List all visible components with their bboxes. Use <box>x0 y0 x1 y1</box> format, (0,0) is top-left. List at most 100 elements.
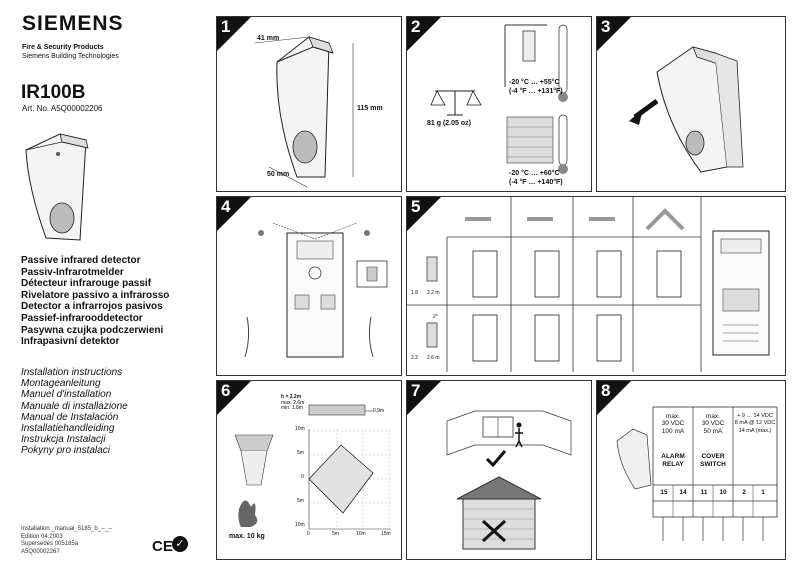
description-line: Détecteur infrarouge passif <box>21 278 152 290</box>
x-tick: 15m <box>381 531 391 537</box>
distance-1: 2.2 m <box>427 290 440 296</box>
description-line: Passief-infrarooddetector <box>21 312 143 324</box>
y-tick: 5m <box>297 498 304 504</box>
weight-label: 81 g (2.05 oz) <box>427 120 471 127</box>
terminal-label: 11 <box>700 489 708 496</box>
instruction-line: Manual de Instalación <box>21 411 119 423</box>
mounting-drawing <box>244 222 388 358</box>
cover-switch-label: SWITCH <box>700 460 726 468</box>
panel-number: 4 <box>221 197 231 216</box>
terminal-label: 14 <box>679 489 687 496</box>
panel-number: 6 <box>221 381 231 400</box>
document-info: Installation _manual_5185_b_--_-- Editio… <box>21 526 112 556</box>
width-label: 41 mm <box>257 35 280 42</box>
terminal-label: 2 <box>742 489 746 496</box>
panel-4: 4 <box>216 196 402 376</box>
coverage-drawing <box>234 404 391 530</box>
cover-removal-drawing <box>629 46 744 173</box>
instruction-line: Installation instructions <box>21 367 123 378</box>
model-title: IR100B <box>21 82 86 103</box>
division-label: Fire & Security Products <box>22 44 104 51</box>
cover-switch-ratings: max. 30 VDC 50 mA COVER SWITCH <box>695 413 731 468</box>
x-tick: 5m <box>332 531 339 537</box>
max-height: max. 2.6m <box>281 400 305 406</box>
product-descriptions: Passive infrared detector Passiv-Infraro… <box>21 255 169 348</box>
rating-line: max. <box>705 413 721 420</box>
panel-number: 5 <box>411 197 421 216</box>
panel-badge <box>217 17 251 51</box>
rating-line: 30 VDC <box>701 420 725 428</box>
article-number: Art. No. A5Q00002206 <box>22 104 103 113</box>
rating-line: max. <box>665 413 681 420</box>
panel-2: 2 81 g (2.05 oz) -20 °C … +55°C (-4 °F …… <box>406 16 592 192</box>
description-line: Rivelatore passivo a infrarosso <box>21 289 170 301</box>
doc-info-line: Installation _manual_5185_b_--_-- <box>21 526 113 532</box>
description-line: Infrapasivní detektor <box>21 336 120 348</box>
panel-5: 5 1.8 2.2 m 2° 2.2 2.6 m <box>406 196 786 376</box>
panel-badge <box>597 17 631 51</box>
rating-line: 100 mA <box>661 427 685 435</box>
y-tick: 10m <box>295 426 305 432</box>
ce-mark: CE <box>152 538 173 555</box>
mount-height: h = 2.2m <box>281 394 302 400</box>
instruction-line: Pokyny pro instalaci <box>21 445 110 457</box>
instruction-line: Installatiehandleiding <box>21 423 115 435</box>
instruction-line: Manuel d'installation <box>21 389 112 401</box>
x-tick: 0 <box>307 531 310 537</box>
panel-badge <box>407 381 441 415</box>
instruction-line: Instrukcja Instalacji <box>21 434 106 446</box>
environment-drawing <box>430 24 568 174</box>
cover-switch-label: COVER <box>701 453 725 461</box>
y-tick: 10m <box>295 522 305 528</box>
description-line: Passiv-Infrarotmelder <box>21 266 124 278</box>
placement-grid-drawing <box>407 197 770 372</box>
doc-info-line: A5Q00002267 <box>21 548 60 555</box>
terminal-label: 1 <box>761 489 765 496</box>
temp-range-2: -20 °C … +60°C <box>509 170 560 177</box>
height-1: 1.8 <box>411 290 418 296</box>
doc-info-line: Supersedes 005185a <box>21 541 79 547</box>
brand-logo: SIEMENS <box>22 12 124 35</box>
terminal-label: 15 <box>660 489 668 496</box>
panel-3: 3 <box>596 16 786 192</box>
panel-7: 7 <box>406 380 592 560</box>
panel-badge <box>217 197 251 231</box>
panel-number: 1 <box>221 17 231 36</box>
terminal-label: 10 <box>719 489 727 496</box>
panel-number: 7 <box>411 381 421 400</box>
x-tick: 10m <box>356 531 366 537</box>
floor-height: 0.9m <box>373 408 385 414</box>
subdivision-label: Siemens Building Technologies <box>22 53 119 60</box>
rating-line: 30 VDC <box>661 420 685 428</box>
height-2: 2.2 <box>411 355 418 361</box>
temp-range-1-f: (-4 °F … +131°F) <box>509 88 563 95</box>
panel-badge <box>407 197 441 231</box>
instruction-line: Montageanleitung <box>21 378 101 390</box>
wiring-drawing <box>616 406 778 541</box>
depth-label: 50 mm <box>267 171 290 178</box>
alarm-relay-label: ALARM <box>661 453 685 461</box>
distance-2: 2.6 m <box>427 355 440 361</box>
temp-range-2-f: (-4 °F … +140°F) <box>509 179 563 186</box>
panel-number: 2 <box>411 17 421 36</box>
panel-badge <box>217 381 251 415</box>
installation-dos-donts-drawing <box>446 410 572 550</box>
panel-8: 8 max. 30 VDC 100 mA ALARM RELAY max. 30… <box>596 380 786 560</box>
doc-info-line: Edition 04.2003 <box>21 533 63 540</box>
y-tick: 0 <box>301 474 304 480</box>
certification-mark-icon: ✓ <box>172 536 188 552</box>
panel-number: 8 <box>601 381 611 400</box>
detector-illustration <box>25 133 89 241</box>
panel-6: 6 h = 2.2m max. 2.6m min. 1.8m 0.9m 10m … <box>216 380 402 560</box>
alarm-relay-label: RELAY <box>662 460 684 468</box>
instruction-line: Manuale di installazione <box>21 400 128 412</box>
min-height: min. 1.8m <box>281 405 303 411</box>
panel-1: 1 41 mm 115 mm 50 mm <box>216 16 402 192</box>
height-label: 115 mm <box>357 105 383 112</box>
instruction-titles: Installation instructions Montageanleitu… <box>21 367 128 457</box>
power-ratings: + 9 … 14 VDC 8 mA @ 12 VDC 14 mA (max.) <box>734 413 776 435</box>
dimension-drawing <box>254 36 354 188</box>
description-line: Detector a infrarrojos pasivos <box>21 301 163 313</box>
panel-badge <box>597 381 631 415</box>
alarm-relay-ratings: max. 30 VDC 100 mA ALARM RELAY <box>655 413 691 468</box>
